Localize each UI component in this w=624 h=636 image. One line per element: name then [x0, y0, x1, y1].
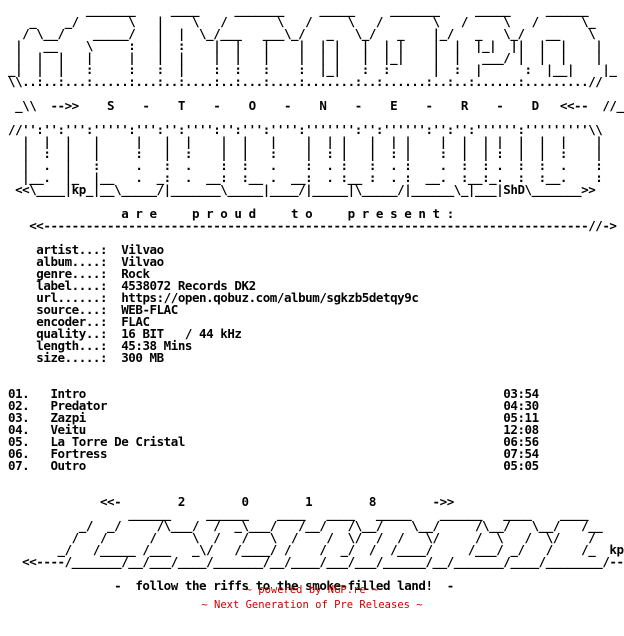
- release-info: artist...: Vilvao album....: Vilvao genr…: [8, 242, 419, 365]
- info-value: Rock: [107, 266, 150, 281]
- track-row: 04. Veitu 12:08: [8, 422, 539, 437]
- info-row: label....: 4538072 Records DK2: [8, 278, 256, 293]
- footer-tagline: ~ Next Generation of Pre Releases ~: [201, 599, 423, 611]
- info-key: genre....:: [8, 266, 108, 281]
- info-value: 300 MB: [107, 350, 164, 365]
- track-title: Zazpi: [29, 410, 86, 425]
- track-time: 06:56: [184, 434, 539, 449]
- present-line: a r e p r o u d t o p r e s e n t :: [8, 206, 454, 221]
- track-time: 04:30: [107, 398, 539, 413]
- info-row: quality..: 16 BIT / 44 kHz: [8, 326, 242, 341]
- track-row: 02. Predator 04:30: [8, 398, 539, 413]
- track-time: 05:05: [85, 458, 539, 473]
- info-key: artist...:: [8, 242, 108, 257]
- info-value: FLAC: [107, 314, 150, 329]
- tracklist: 01. Intro 03:54 02. Predator 04:30 03. Z…: [8, 386, 539, 473]
- info-row: artist...: Vilvao: [8, 242, 164, 257]
- track-number: 03.: [8, 410, 30, 425]
- info-value: 4538072 Records DK2: [107, 278, 256, 293]
- track-row: 03. Zazpi 05:11: [8, 410, 539, 425]
- info-key: source...:: [8, 302, 108, 317]
- track-number: 04.: [8, 422, 30, 437]
- footer-powered-by: ~ powered by NGP.re ~: [245, 584, 379, 596]
- info-value: https://open.qobuz.com/album/sgkzb5detqy…: [107, 290, 419, 305]
- banner-ascii-art: _______ ____ _______ _____ _______ _____…: [8, 2, 624, 197]
- info-row: url......: https://open.qobuz.com/album/…: [8, 290, 419, 305]
- track-time: 03:54: [85, 386, 539, 401]
- track-row: 01. Intro 03:54: [8, 386, 539, 401]
- info-key: quality..:: [8, 326, 108, 341]
- track-number: 07.: [8, 458, 30, 473]
- info-row: length...: 45:38 Mins: [8, 338, 192, 353]
- track-title: Predator: [29, 398, 108, 413]
- info-value: Vilvao: [107, 242, 164, 257]
- track-row: 06. Fortress 07:54: [8, 446, 539, 461]
- info-key: encoder..:: [8, 314, 108, 329]
- info-row: genre....: Rock: [8, 266, 150, 281]
- info-key: url......:: [8, 290, 108, 305]
- info-row: source...: WEB-FLAC: [8, 302, 178, 317]
- info-value: WEB-FLAC: [107, 302, 178, 317]
- info-row: album....: Vilvao: [8, 254, 164, 269]
- info-row: encoder..: FLAC: [8, 314, 150, 329]
- track-time: 07:54: [107, 446, 539, 461]
- info-row: size.....: 300 MB: [8, 350, 164, 365]
- info-value: 16 BIT / 44 kHz: [107, 326, 242, 341]
- slogan: - follow the riffs to the smoke-filled l…: [8, 578, 454, 593]
- info-key: label....:: [8, 278, 108, 293]
- track-row: 07. Outro 05:05: [8, 458, 539, 473]
- info-value: Vilvao: [107, 254, 164, 269]
- track-time: 12:08: [85, 422, 539, 437]
- year-ascii-art: <<- 2 0 1 8 ->> ______ ______ ____ ____ …: [22, 494, 624, 569]
- present-rule: <<--------------------------------------…: [8, 218, 617, 233]
- track-time: 05:11: [85, 410, 539, 425]
- info-key: length...:: [8, 338, 108, 353]
- info-value: 45:38 Mins: [107, 338, 192, 353]
- track-row: 05. La Torre De Cristal 06:56: [8, 434, 539, 449]
- nfo-text: _______ ____ _______ _____ _______ _____…: [8, 2, 624, 593]
- info-key: album....:: [8, 254, 108, 269]
- track-title: La Torre De Cristal: [29, 434, 185, 449]
- track-title: Outro: [29, 458, 86, 473]
- track-title: Fortress: [29, 446, 108, 461]
- track-title: Intro: [29, 386, 86, 401]
- info-key: size.....:: [8, 350, 108, 365]
- track-number: 01.: [8, 386, 30, 401]
- track-number: 06.: [8, 446, 30, 461]
- track-number: 05.: [8, 434, 30, 449]
- track-number: 02.: [8, 398, 30, 413]
- track-title: Veitu: [29, 422, 86, 437]
